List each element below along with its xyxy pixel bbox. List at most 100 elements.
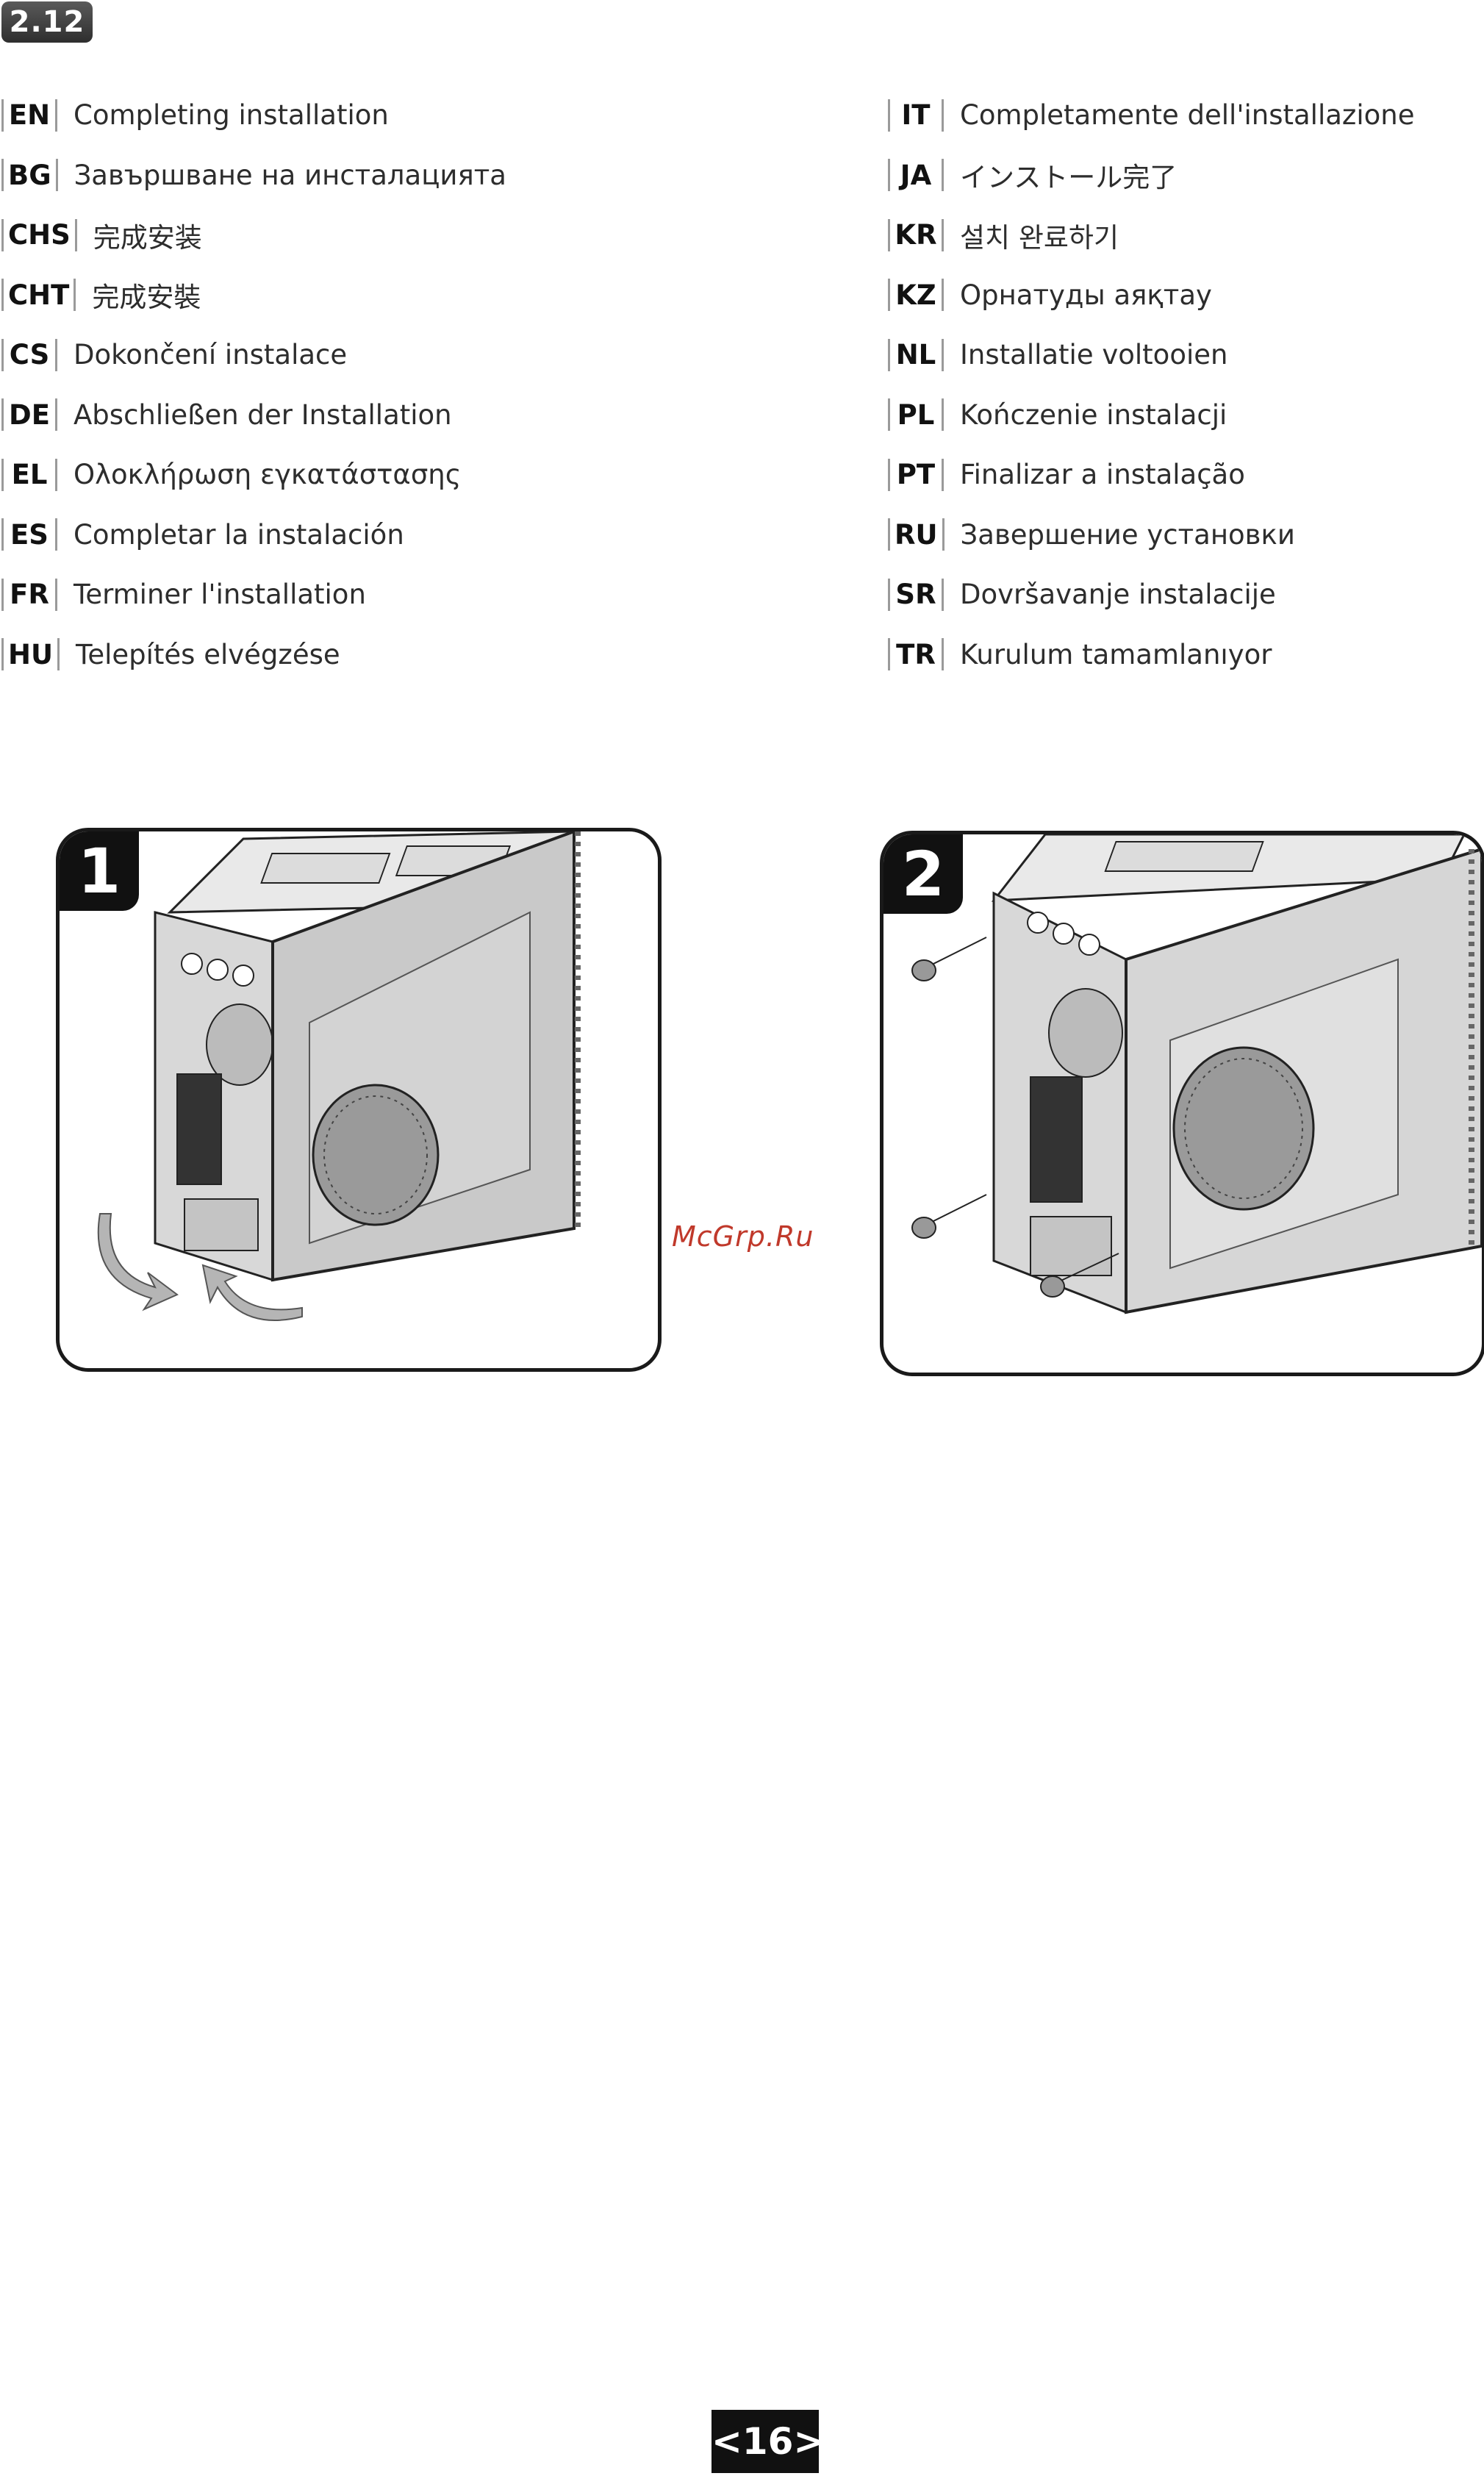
language-title: Орнатуды аяқтау [960, 279, 1212, 311]
language-code: DE [9, 398, 50, 431]
separator [888, 578, 890, 611]
language-code: HU [8, 638, 54, 670]
language-code: EL [11, 459, 48, 491]
language-row: CHT 完成安裝 [1, 265, 663, 326]
separator [888, 99, 890, 132]
separator [1, 99, 4, 132]
separator [942, 99, 944, 132]
language-title: Abschließen der Installation [74, 398, 452, 431]
language-title: Completar la instalación [74, 518, 404, 551]
language-row: CS Dokončení instalace [1, 325, 663, 385]
language-row: NL Installatie voltooien [888, 325, 1484, 385]
language-row: HU Telepítés elvégzése [1, 625, 663, 685]
separator [888, 398, 890, 432]
rotate-arrow-icon [97, 1213, 303, 1321]
separator [942, 159, 944, 192]
separator [888, 159, 890, 192]
separator [888, 458, 890, 491]
separator [888, 518, 890, 551]
figure-step-1: 1 [56, 828, 662, 1372]
language-code: FR [10, 579, 49, 611]
separator [888, 279, 890, 312]
language-title: 完成安裝 [92, 282, 201, 314]
separator [55, 578, 57, 611]
language-title: インストール完了 [960, 162, 1177, 194]
separator [1, 638, 4, 671]
language-title: 完成安装 [93, 221, 202, 254]
separator [942, 518, 944, 551]
language-code: CHS [8, 219, 71, 251]
language-code: KR [895, 219, 937, 251]
step-number-badge: 1 [60, 831, 139, 911]
thumbscrew-icon [911, 937, 1119, 1298]
separator [1, 159, 4, 192]
language-row: KZ Орнатуды аяқтау [888, 265, 1484, 326]
separator [888, 638, 890, 671]
language-row: DE Abschließen der Installation [1, 385, 663, 446]
language-title: Telepítés elvégzése [76, 638, 340, 670]
language-title: Installatie voltooien [960, 339, 1228, 371]
language-title: Завершение установки [960, 518, 1295, 551]
watermark: McGrp.Ru [672, 1220, 814, 1253]
separator [942, 398, 944, 432]
language-code: RU [895, 518, 938, 551]
separator [942, 218, 944, 251]
language-title: Kurulum tamamlanıyor [960, 638, 1272, 670]
language-title: Finalizar a instalação [960, 459, 1245, 491]
language-title: Dokončení instalace [74, 339, 348, 371]
separator [1, 218, 4, 251]
language-code: EN [8, 99, 51, 132]
separator [1, 279, 4, 312]
pc-case-icon [97, 831, 581, 1321]
separator [55, 338, 57, 371]
separator [1, 518, 4, 551]
language-title: Ολοκλήρωση εγκατάστασης [74, 459, 462, 491]
language-code: PT [896, 459, 936, 491]
language-code: IT [901, 99, 931, 132]
separator [55, 398, 57, 432]
separator [942, 458, 944, 491]
language-title: Completamente dell'installazione [960, 99, 1415, 132]
language-row: PT Finalizar a instalação [888, 445, 1484, 505]
separator [55, 99, 57, 132]
language-title: Terminer l'installation [74, 579, 366, 611]
language-code: TR [896, 638, 936, 670]
language-title: Completing installation [74, 99, 389, 132]
separator [1, 398, 4, 432]
language-code: ES [10, 518, 49, 551]
language-row: TR Kurulum tamamlanıyor [888, 625, 1484, 685]
step-number-badge: 2 [883, 834, 963, 914]
language-row: EL Ολοκλήρωση εγκατάστασης [1, 445, 663, 505]
separator [74, 279, 76, 312]
separator [942, 338, 944, 371]
separator [1, 578, 4, 611]
pc-case-icon [911, 834, 1482, 1314]
separator [55, 159, 58, 192]
language-row: RU Завершение установки [888, 505, 1484, 565]
language-code: CHT [8, 279, 70, 311]
section-number-badge: 2.12 [1, 1, 93, 43]
language-row: CHS 完成安装 [1, 205, 663, 265]
separator [57, 638, 60, 671]
separator [55, 458, 57, 491]
separator [888, 338, 890, 371]
page-number: <16> [711, 2410, 824, 2473]
language-title: 설치 완료하기 [960, 221, 1119, 254]
language-title: Завършване на инсталацията [74, 159, 506, 191]
separator [74, 218, 77, 251]
language-code: NL [895, 339, 936, 371]
language-row: KR 설치 완료하기 [888, 205, 1484, 265]
language-code: CS [9, 339, 50, 371]
separator [1, 458, 4, 491]
language-title: Kończenie instalacji [960, 398, 1227, 431]
language-row: ES Completar la instalación [1, 505, 663, 565]
language-row: IT Completamente dell'installazione [888, 85, 1484, 146]
separator [942, 279, 944, 312]
language-code: KZ [895, 279, 936, 311]
separator [1, 338, 4, 371]
